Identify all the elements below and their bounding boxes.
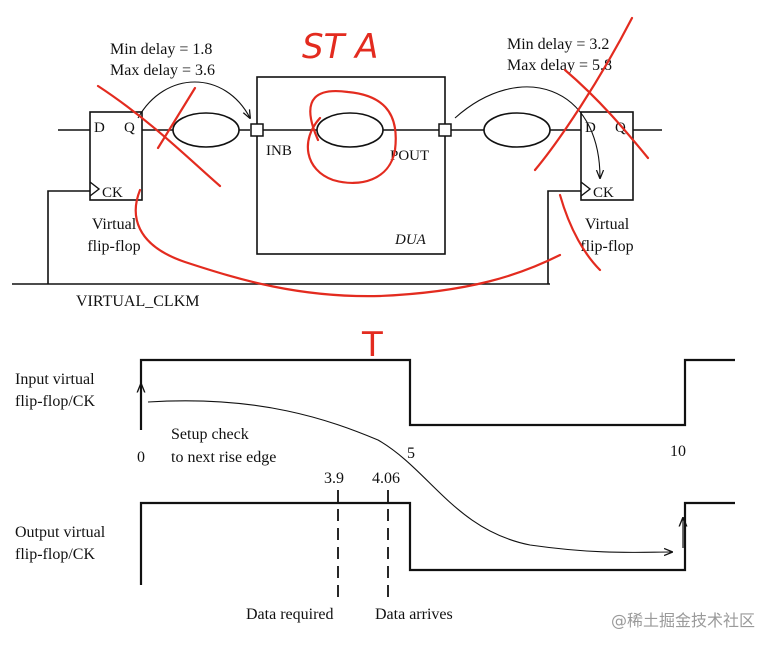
required-time-value: 3.9 (324, 470, 344, 487)
left-ff-d-pin: D (94, 120, 105, 136)
setup-check-label-1: Setup check (171, 426, 249, 443)
data-arrives-label: Data arrives (375, 606, 453, 623)
right-ff-ck-pin: CK (593, 185, 614, 201)
right-virtual-flip-flop: D Q CK Virtual flip-flop (580, 111, 634, 255)
left-min-delay: Min delay = 1.8 (110, 41, 212, 58)
pout-port (438, 123, 452, 137)
right-ff-label-1: Virtual (585, 216, 630, 233)
output-clock-waveform (139, 501, 735, 585)
left-virtual-flip-flop: D Q CK Virtual flip-flop (87, 111, 143, 255)
sta-handwriting: ST A (302, 27, 378, 67)
dua-box (256, 76, 446, 255)
handwritten-annotations: ST A T (96, 16, 650, 365)
inb-label: INB (266, 143, 292, 159)
tick-0: 0 (137, 449, 145, 466)
left-ff-q-pin: Q (124, 120, 135, 136)
left-max-delay: Max delay = 3.6 (110, 62, 215, 79)
input-waveform-label-2: flip-flop/CK (15, 393, 95, 410)
left-ff-ck-pin: CK (102, 185, 123, 201)
left-delay-element (172, 112, 240, 148)
left-cross-stroke-2 (96, 84, 222, 188)
input-waveform-label-1: Input virtual (15, 371, 95, 388)
right-ff-scribble (558, 193, 602, 272)
right-ff-label-2: flip-flop (580, 238, 633, 255)
left-ff-clock-triangle (89, 181, 101, 197)
right-ff-q-pin: Q (615, 120, 626, 136)
data-required-label: Data required (246, 606, 334, 623)
dua-label: DUA (394, 232, 427, 248)
pout-label: POUT (390, 148, 429, 164)
left-clock-wire (47, 190, 90, 284)
right-ff-clock-triangle (580, 181, 592, 197)
input-clock-waveform (139, 358, 735, 430)
tick-10: 10 (670, 443, 686, 460)
clock-net-label: VIRTUAL_CLKM (76, 293, 199, 310)
left-cross-stroke-1 (156, 86, 197, 150)
inb-port (250, 123, 264, 137)
left-ff-box (89, 111, 143, 201)
watermark: @稀土掘金技术社区 (611, 611, 755, 630)
t-handwriting: T (361, 325, 383, 365)
left-delay-arrow (137, 81, 250, 118)
right-cross-stroke-1 (533, 16, 634, 172)
setup-check-label-2: to next rise edge (171, 449, 276, 466)
output-waveform-label-2: flip-flop/CK (15, 546, 95, 563)
right-min-delay: Min delay = 3.2 (507, 36, 609, 53)
dua-circle-scribble (306, 89, 397, 184)
right-delay-arrow (454, 86, 600, 178)
clock-path-scribble (134, 188, 562, 298)
dua-internal-delay (316, 112, 384, 148)
circuit: D Q CK Virtual flip-flop INB POUT DUA (12, 36, 662, 310)
timing-diagram: Input virtual flip-flop/CK 0 5 10 Setup … (15, 358, 735, 623)
dua-block: INB POUT DUA (250, 76, 452, 255)
left-ff-label-1: Virtual (92, 216, 137, 233)
right-cross-stroke-2 (563, 68, 650, 160)
setup-check-arrow (147, 400, 672, 553)
right-clock-wire (547, 190, 581, 284)
tick-5: 5 (407, 445, 415, 462)
left-ff-label-2: flip-flop (87, 238, 140, 255)
right-delay-element (483, 112, 551, 148)
right-max-delay: Max delay = 5.8 (507, 57, 612, 74)
output-waveform-label-1: Output virtual (15, 524, 106, 541)
arrival-time-value: 4.06 (372, 470, 400, 487)
